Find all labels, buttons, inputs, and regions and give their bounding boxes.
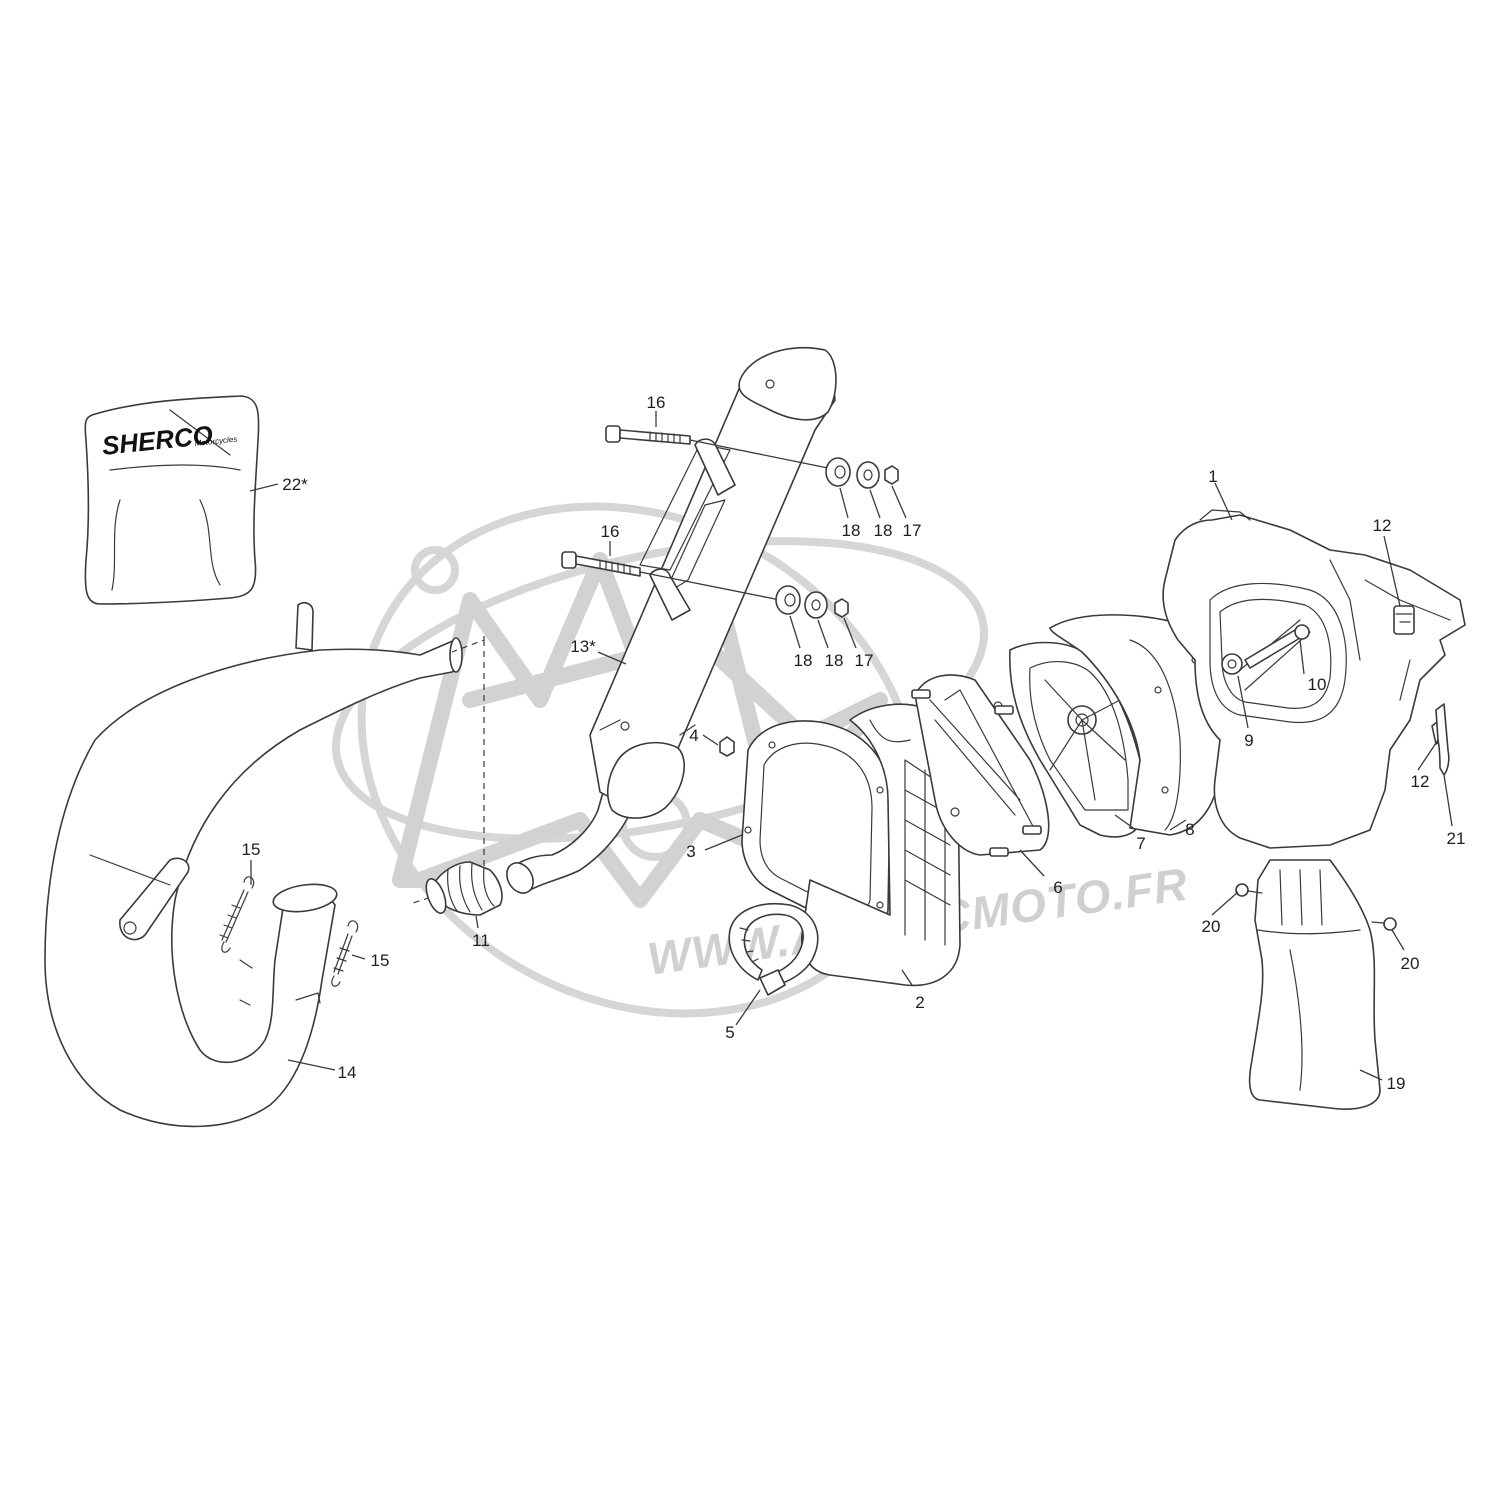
leader-lines <box>249 411 1453 1081</box>
nut-lower <box>834 598 849 618</box>
callout-labels: 1 2 3 4 5 6 7 8 9 10 11 12 12 13* 14 15 … <box>242 393 1466 1093</box>
rubber-grommet-lower <box>775 585 801 615</box>
callout-2: 2 <box>915 993 924 1012</box>
screw-20-right <box>1371 917 1397 931</box>
callout-15-right: 15 <box>371 951 390 970</box>
filter-cage <box>914 674 1050 856</box>
callout-18-b: 18 <box>874 521 893 540</box>
bolt-upper <box>605 425 691 445</box>
callout-11: 11 <box>472 931 490 950</box>
spring-right <box>331 920 359 987</box>
strap-21 <box>1435 703 1450 776</box>
callout-8: 8 <box>1185 820 1194 839</box>
bolt-axis-lower <box>639 571 781 601</box>
callout-16-upper: 16 <box>647 393 666 412</box>
callout-13: 13* <box>570 637 596 656</box>
screw-20-left <box>1235 883 1263 897</box>
airbox <box>1162 509 1466 849</box>
callout-22: 22* <box>282 475 308 494</box>
callout-18-c: 18 <box>794 651 813 670</box>
callout-7: 7 <box>1136 834 1145 853</box>
callout-9: 9 <box>1244 731 1253 750</box>
rubber-grommet-upper <box>825 457 851 487</box>
exhaust-pipe <box>44 602 463 1128</box>
bag-brand-subtitle: Motorcycles <box>194 435 237 448</box>
callout-15-left: 15 <box>242 840 261 859</box>
nut-upper <box>884 465 899 485</box>
air-filter <box>801 703 961 987</box>
silencer <box>589 346 837 819</box>
callout-17-upper: 17 <box>903 521 922 540</box>
bolt-lower <box>561 551 641 577</box>
rubber-sleeve <box>425 861 503 916</box>
callout-17-lower: 17 <box>855 651 874 670</box>
washer-upper <box>856 461 880 489</box>
callout-18-d: 18 <box>825 651 844 670</box>
callout-20-left: 20 <box>1202 917 1221 936</box>
airbox-screw-9 <box>1221 653 1243 675</box>
bolt-axis-upper <box>689 439 829 469</box>
airbox-screw-10 <box>1244 624 1310 669</box>
callout-20-right: 20 <box>1401 954 1420 973</box>
spring-left <box>219 876 255 953</box>
washer-lower <box>804 591 828 619</box>
callout-12-upper: 12 <box>1373 516 1392 535</box>
clip-12-upper <box>1393 605 1415 635</box>
sherco-bag: SHERCO Motorcycles <box>84 395 260 605</box>
callout-18-a: 18 <box>842 521 861 540</box>
hose-clamp <box>728 903 819 996</box>
airbox-nut <box>719 736 735 757</box>
callout-12-lower: 12 <box>1411 772 1430 791</box>
intake-rubber <box>1049 614 1224 836</box>
callout-1: 1 <box>1208 467 1217 486</box>
callout-4: 4 <box>689 726 698 745</box>
callout-14: 14 <box>338 1063 357 1082</box>
callout-21: 21 <box>1447 829 1466 848</box>
callout-19: 19 <box>1387 1074 1406 1093</box>
mud-flap <box>1248 859 1381 1110</box>
callout-16-lower: 16 <box>601 522 620 541</box>
callout-10: 10 <box>1308 675 1327 694</box>
callout-3: 3 <box>686 842 695 861</box>
stud-bolts <box>911 689 1042 857</box>
callout-5: 5 <box>725 1023 734 1042</box>
callout-6: 6 <box>1053 878 1062 897</box>
